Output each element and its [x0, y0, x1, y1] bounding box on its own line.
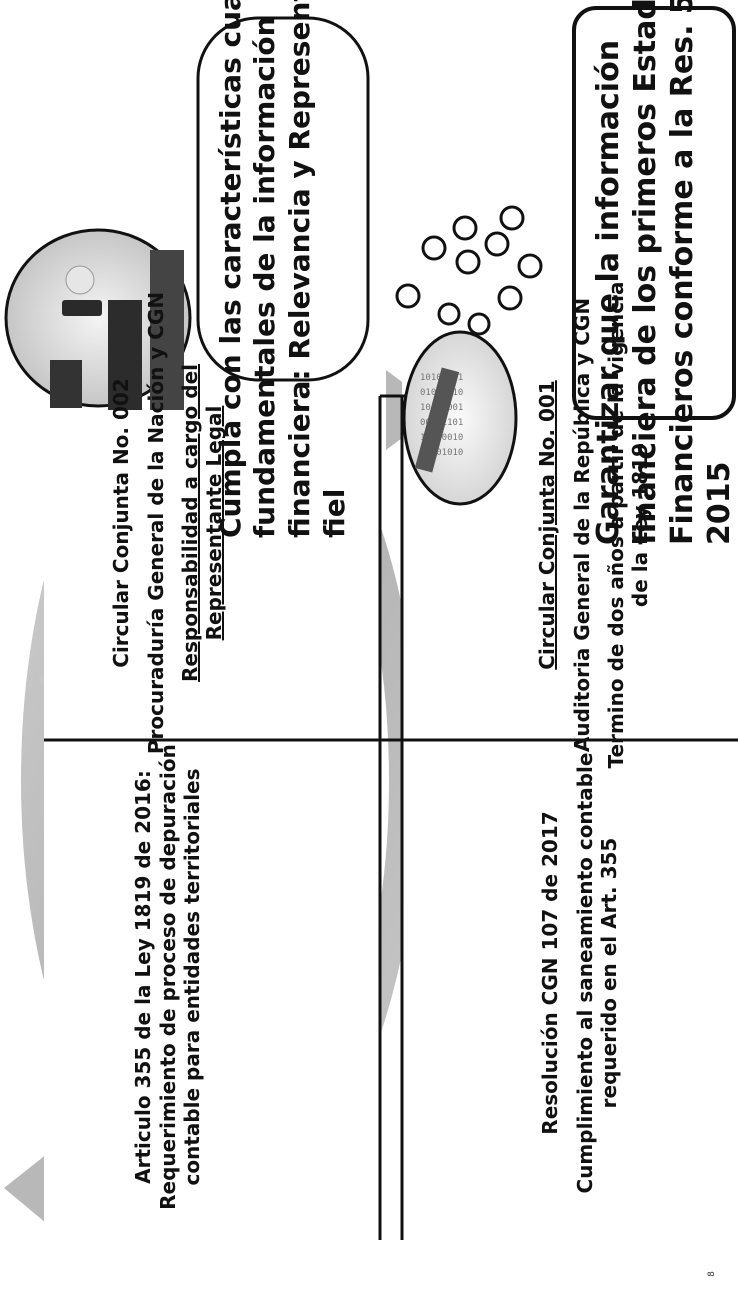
quadrant-2-text: Articulo 355 de la Ley 1819 de 2016: Req…: [63, 727, 273, 1227]
business-person-bar-chart-icon: [4, 228, 192, 410]
cycle-arrowhead-bottom: [4, 1150, 52, 1228]
bubble-top-label: Cumpla con las características cualitati…: [213, 0, 351, 538]
bubble-top-shape: [196, 16, 370, 382]
q4-line-1: Resolución CGN 107 de 2017: [538, 811, 563, 1135]
bubble-top-text: Cumpla con las características cualitati…: [208, 0, 358, 538]
binary-data-icon: 10100101 01010110 10101001 00101101 1011…: [402, 330, 518, 506]
q1-line-2: Procuraduría General de la Nación y CGN: [143, 291, 168, 755]
bubble-bottom-text: Garantizar que la información financiera…: [590, 0, 738, 545]
svg-text:10110010: 10110010: [420, 433, 463, 443]
quadrant-4-text: Resolución CGN 107 de 2017 Cumplimiento …: [485, 733, 675, 1213]
svg-text:01101010: 01101010: [420, 448, 463, 458]
page-number: 8: [706, 1271, 717, 1277]
q1-line-1: Circular Conjunta No. 002: [109, 378, 134, 668]
q4-line-2: Cumplimiento al saneamiento contable req…: [572, 752, 622, 1194]
q2-line-1: Articulo 355 de la Ley 1819 de 2016: Req…: [131, 744, 205, 1210]
bubble-bottom-label: Garantizar que la información financiera…: [590, 0, 738, 545]
bubble-bottom-shape: [572, 6, 736, 420]
q3-line-1: Circular Conjunta No. 001: [535, 380, 560, 670]
